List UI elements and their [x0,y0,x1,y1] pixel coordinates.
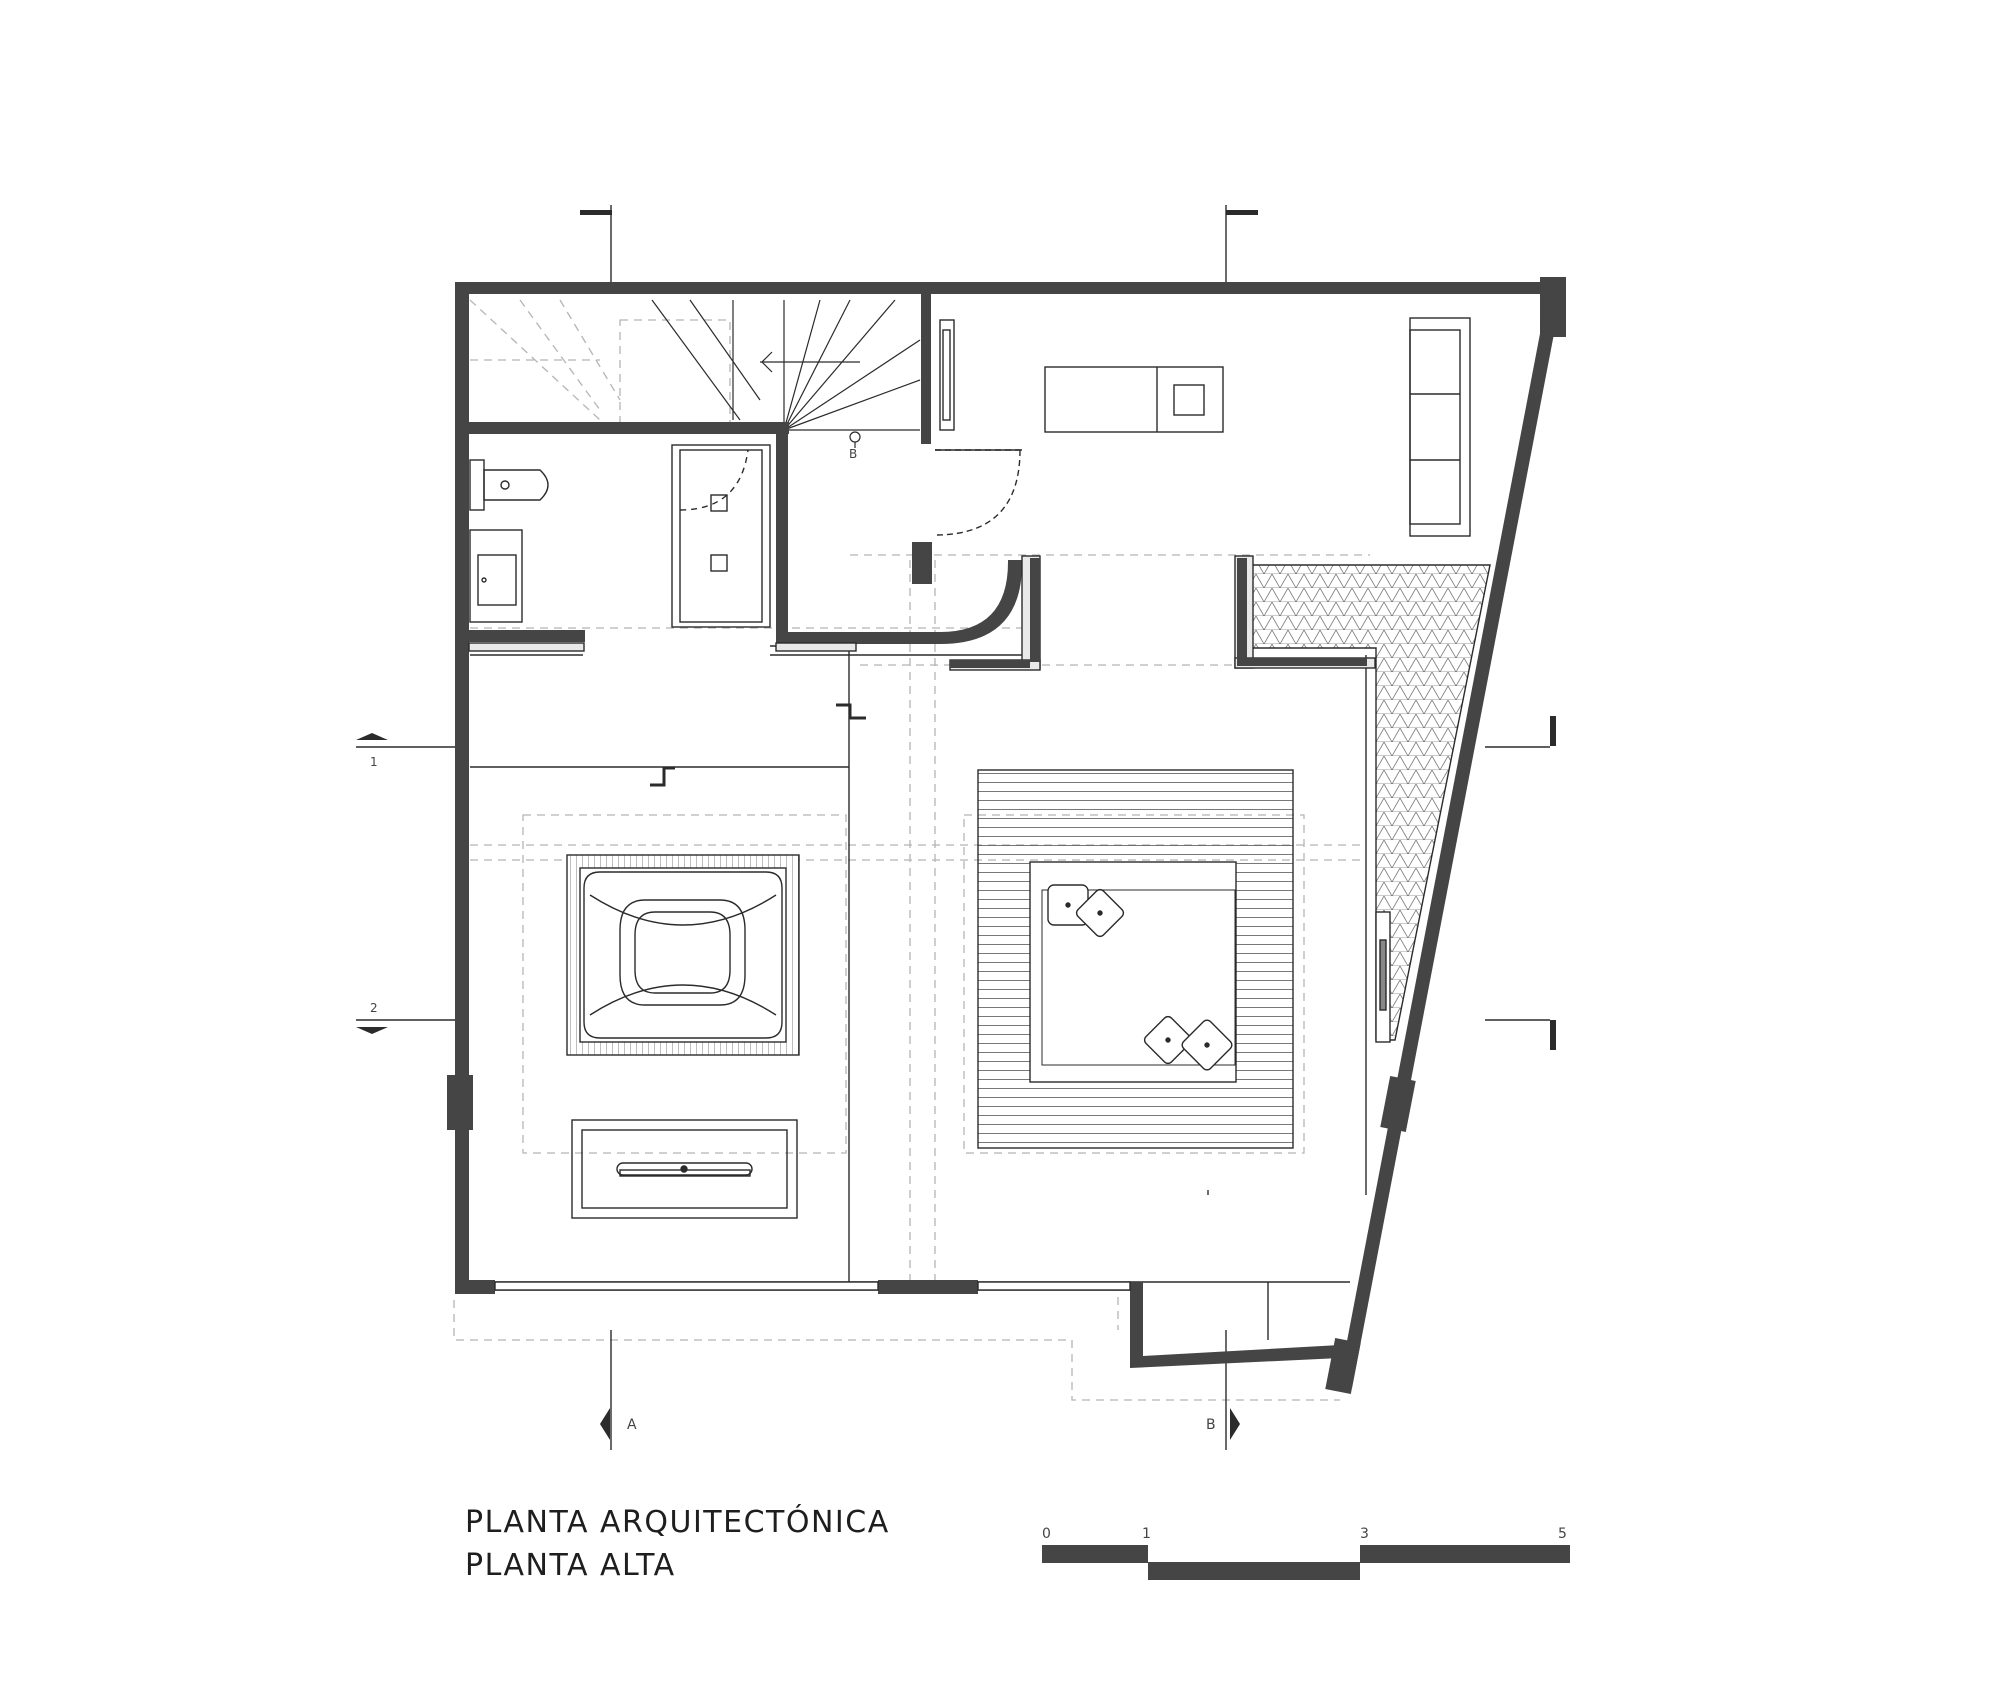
scale-seg-0-1 [1042,1545,1148,1563]
section-label-b: B [1206,1417,1216,1433]
scale-bar [1042,1545,1570,1580]
wall-bottom-left [455,1280,495,1294]
section-label-2: 2 [370,1001,378,1015]
section-2-arrow-icon [356,1027,388,1034]
entry-door [934,449,1021,536]
scale-seg-1-3 [1148,1562,1360,1580]
wall-returns [950,558,1367,668]
section-right-2-head [1550,1020,1556,1050]
wall-left-upper [455,282,469,652]
wall-bath-right [776,422,788,632]
section-a-top-head [580,210,612,215]
wall-diagonal-right [1338,292,1562,1388]
bathtub [566,854,800,1056]
window-right [1375,911,1391,1043]
wall-bay-bottom [1130,1282,1340,1368]
scale-tick-0: 0 [1042,1526,1051,1542]
section-lines [356,205,1550,1450]
scale-tick-3: 3 [1360,1526,1369,1542]
section-right-1-head [1550,716,1556,746]
wall-left-lower [455,652,469,1292]
shower [671,444,771,628]
sink-basin [477,554,517,606]
wall-top [455,282,1550,294]
section-b-top-head [1226,210,1258,215]
level-change-mark [650,766,675,787]
scale-seg-3-5 [1360,1545,1570,1563]
wall-stair-right [921,294,931,444]
stair-label-b: B [849,447,857,461]
section-label-1: 1 [370,755,378,769]
wall-bottom-mid [878,1280,978,1294]
plan-title: PLANTA ARQUITECTÓNICA [465,1505,890,1540]
scale-tick-1: 1 [1142,1526,1151,1542]
scale-tick-5: 5 [1558,1526,1567,1542]
level-change-mark [836,703,866,720]
wall-bath-bottom [469,630,585,642]
staircase [651,299,921,448]
toilet-bowl [483,469,549,501]
bathroom-fixtures [469,444,771,628]
section-label-a: A [627,1417,637,1433]
section-b-arrow-icon [1230,1408,1240,1440]
sofa [1409,317,1471,537]
wall-bath-top [469,422,789,434]
pillar-small [912,542,932,584]
fireplace [571,1119,798,1219]
pillar-left [447,1075,473,1130]
section-a-arrow-icon [600,1408,610,1440]
toilet-tank [469,459,485,511]
wall-bath-corner-curve [776,560,1022,644]
kitchen-island [1044,366,1224,433]
deck-terrace [977,769,1294,1149]
section-marker-heads [356,210,1556,1440]
section-1-arrow-icon [356,733,388,740]
side-tables [1047,884,1233,1071]
tv-cabinet [939,319,955,431]
furniture-top [934,317,1471,537]
plan-subtitle: PLANTA ALTA [465,1548,676,1583]
sink-vanity [469,529,523,623]
